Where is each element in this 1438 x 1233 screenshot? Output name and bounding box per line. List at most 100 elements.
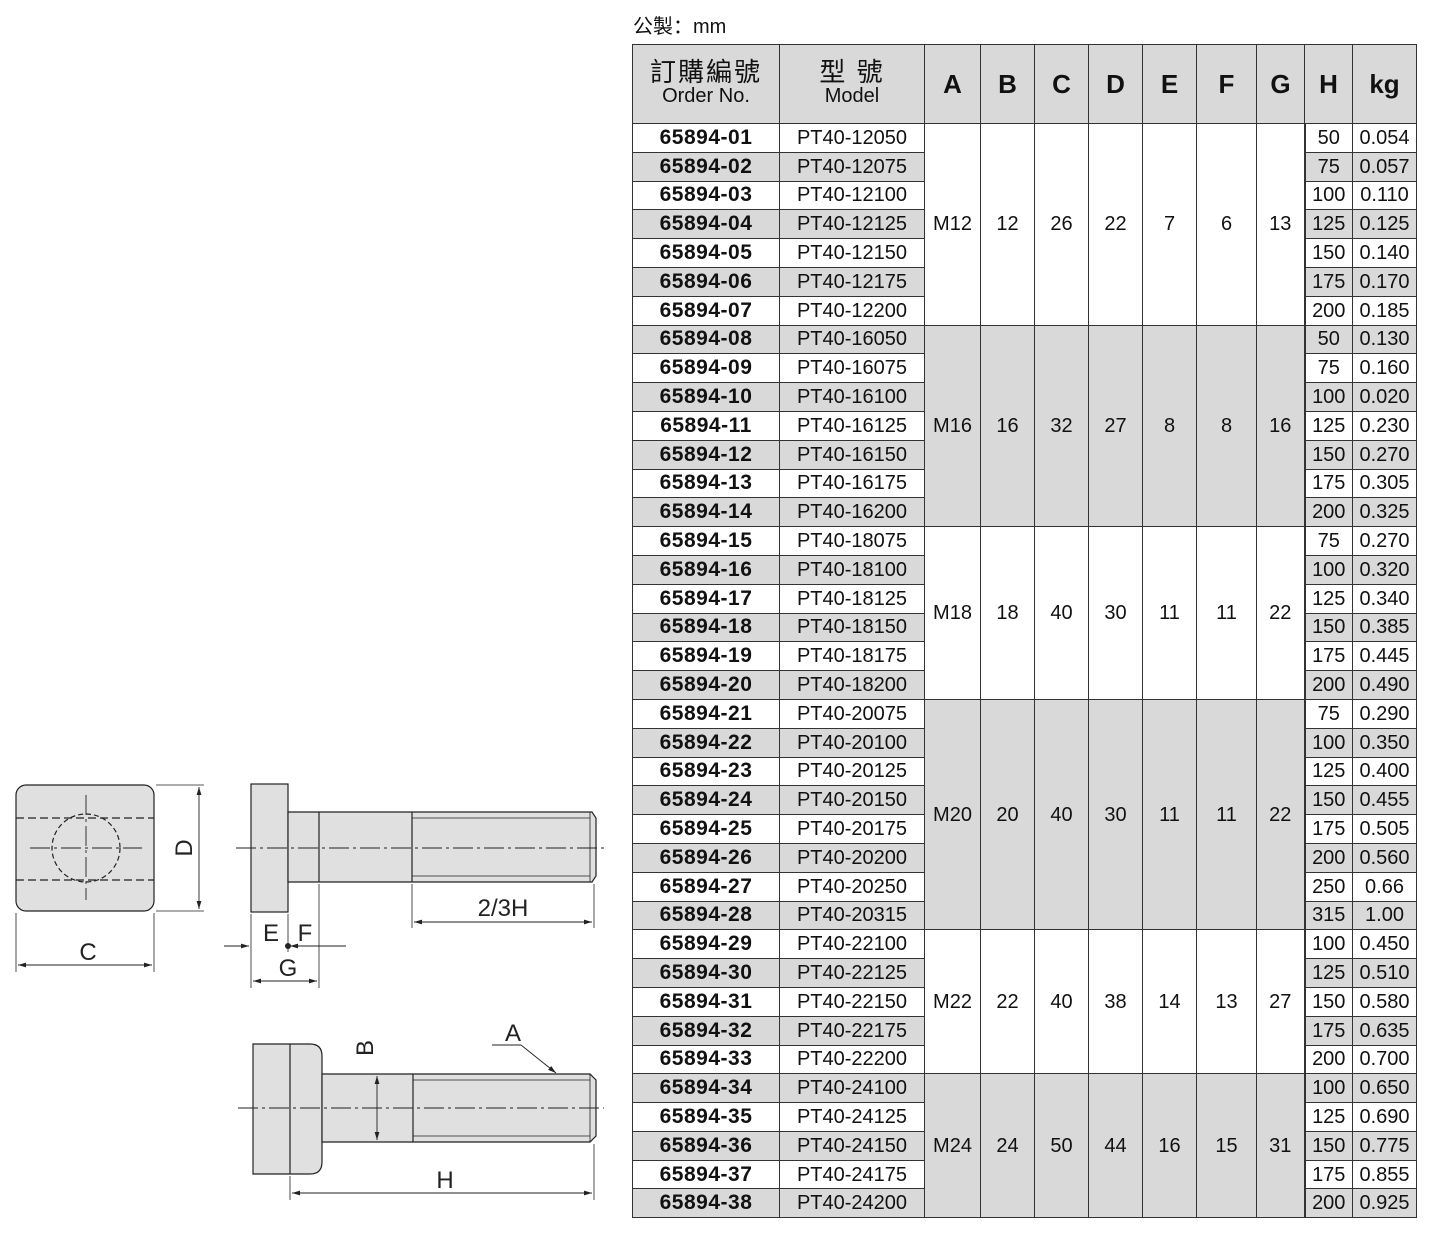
weight-kg-cell: 0.775 (1352, 1130, 1417, 1161)
dim-E-cell: 11 (1142, 698, 1197, 931)
length-H-cell: 250 (1303, 871, 1353, 902)
weight-kg-cell: 0.700 (1352, 1044, 1417, 1075)
header-order: 訂購編號 Order No. (632, 44, 780, 124)
order-number-cell: 65894-09 (632, 353, 780, 384)
order-number-cell: 65894-20 (632, 670, 780, 700)
order-number-cell: 65894-35 (632, 1102, 780, 1132)
model-cell: PT40-24175 (779, 1159, 925, 1190)
dim-F-cell: 8 (1196, 324, 1257, 528)
label-two-thirds-H: 2/3H (478, 895, 529, 922)
dim-A-cell: M18 (924, 526, 981, 700)
weight-kg-cell: 0.66 (1352, 871, 1417, 902)
length-H-cell: 125 (1303, 1102, 1353, 1132)
length-H-cell: 150 (1303, 612, 1353, 643)
dim-A-cell: M22 (924, 929, 981, 1075)
front-view (15, 784, 204, 972)
model-cell: PT40-22200 (779, 1044, 925, 1075)
dim-B-cell: 12 (980, 123, 1035, 326)
dim-G-cell: 22 (1256, 526, 1305, 700)
label-D: D (171, 839, 198, 856)
label-C: C (79, 939, 96, 966)
model-cell: PT40-18175 (779, 641, 925, 672)
label-F: F (298, 920, 313, 947)
weight-kg-cell: 0.455 (1352, 785, 1417, 816)
order-number-cell: 65894-21 (632, 698, 780, 729)
length-H-cell: 200 (1303, 1188, 1353, 1219)
header-C: C (1034, 44, 1089, 124)
order-number-cell: 65894-05 (632, 238, 780, 268)
weight-kg-cell: 0.385 (1352, 612, 1417, 643)
order-number-cell: 65894-12 (632, 439, 780, 470)
weight-kg-cell: 0.450 (1352, 929, 1417, 960)
length-H-cell: 100 (1303, 929, 1353, 960)
model-cell: PT40-12050 (779, 123, 925, 153)
model-cell: PT40-18100 (779, 554, 925, 585)
dim-D-cell: 38 (1088, 929, 1143, 1075)
order-number-cell: 65894-26 (632, 842, 780, 873)
header-E: E (1142, 44, 1197, 124)
length-H-cell: 175 (1303, 641, 1353, 672)
model-cell: PT40-16125 (779, 410, 925, 441)
label-B: B (352, 1040, 379, 1056)
dim-G-cell: 31 (1256, 1073, 1305, 1219)
weight-kg-cell: 0.230 (1352, 410, 1417, 441)
model-cell: PT40-16075 (779, 353, 925, 384)
technical-drawing: D C 2/3H E F G (0, 0, 630, 1233)
order-number-cell: 65894-29 (632, 929, 780, 960)
model-cell: PT40-16150 (779, 439, 925, 470)
weight-kg-cell: 0.054 (1352, 123, 1417, 153)
length-H-cell: 100 (1303, 554, 1353, 585)
length-H-cell: 150 (1303, 439, 1353, 470)
weight-kg-cell: 0.057 (1352, 151, 1417, 182)
order-number-cell: 65894-07 (632, 295, 780, 326)
header-A: A (924, 44, 981, 124)
dim-G-cell: 27 (1256, 929, 1305, 1075)
model-cell: PT40-20125 (779, 756, 925, 787)
dim-B-cell: 22 (980, 929, 1035, 1075)
model-cell: PT40-16050 (779, 324, 925, 355)
dim-D-cell: 27 (1088, 324, 1143, 528)
dim-G-cell: 13 (1256, 123, 1305, 326)
model-cell: PT40-12200 (779, 295, 925, 326)
dim-C-cell: 50 (1034, 1073, 1089, 1219)
order-number-cell: 65894-04 (632, 209, 780, 240)
length-H-cell: 315 (1303, 900, 1353, 931)
header-model-zh: 型 號 (819, 57, 885, 87)
order-number-cell: 65894-37 (632, 1159, 780, 1190)
model-cell: PT40-22175 (779, 1015, 925, 1046)
length-H-cell: 200 (1303, 670, 1353, 700)
label-H: H (436, 1167, 453, 1194)
weight-kg-cell: 0.130 (1352, 324, 1417, 355)
spec-table: 訂購編號 Order No. 型 號 Model A B C D E F G H… (632, 44, 1417, 1219)
model-cell: PT40-20175 (779, 814, 925, 844)
dim-E-cell: 11 (1142, 526, 1197, 700)
order-number-cell: 65894-15 (632, 526, 780, 556)
model-cell: PT40-20315 (779, 900, 925, 931)
model-cell: PT40-16100 (779, 382, 925, 412)
weight-kg-cell: 0.510 (1352, 958, 1417, 988)
model-cell: PT40-24125 (779, 1102, 925, 1132)
order-number-cell: 65894-34 (632, 1073, 780, 1104)
order-number-cell: 65894-14 (632, 497, 780, 528)
weight-kg-cell: 1.00 (1352, 900, 1417, 931)
weight-kg-cell: 0.110 (1352, 180, 1417, 211)
order-number-cell: 65894-24 (632, 785, 780, 816)
length-H-cell: 75 (1303, 526, 1353, 556)
weight-kg-cell: 0.020 (1352, 382, 1417, 412)
length-H-cell: 150 (1303, 986, 1353, 1017)
order-number-cell: 65894-23 (632, 756, 780, 787)
order-number-cell: 65894-18 (632, 612, 780, 643)
dim-A-cell: M20 (924, 698, 981, 931)
length-H-cell: 175 (1303, 1159, 1353, 1190)
